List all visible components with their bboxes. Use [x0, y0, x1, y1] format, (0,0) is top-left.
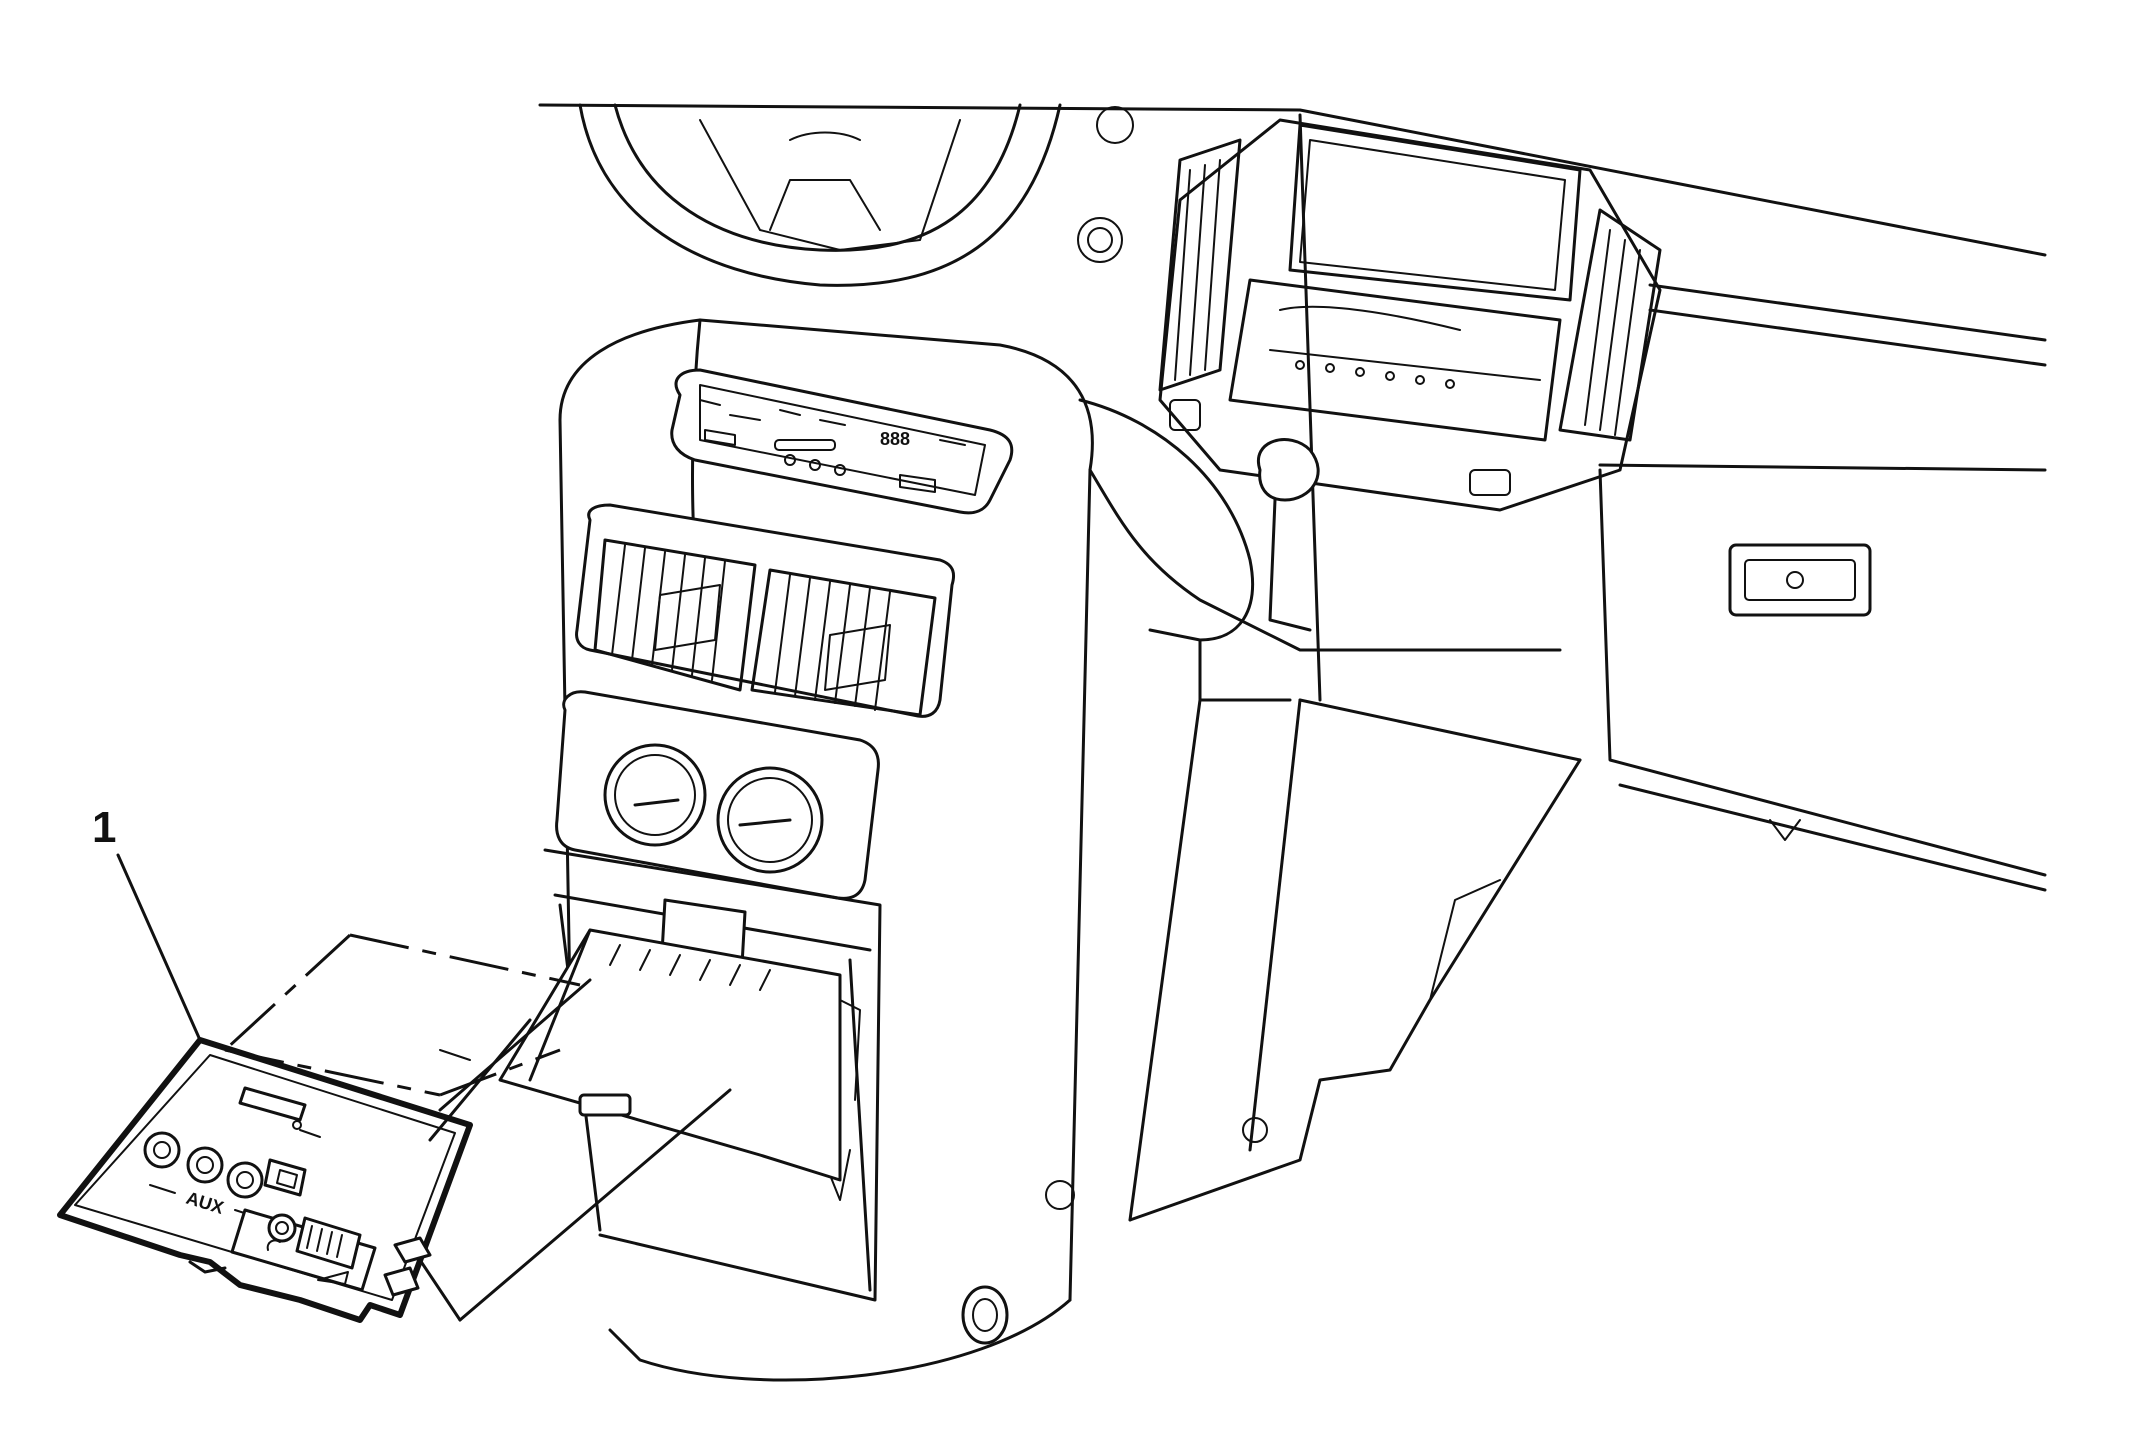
- center-console: [558, 318, 1582, 1382]
- left-rear-vent: [593, 538, 757, 692]
- center-stack: [1158, 118, 1662, 512]
- left-rear-knob: [603, 743, 707, 847]
- aux-label: AUX: [184, 1188, 226, 1218]
- right-rear-knob: [716, 766, 824, 874]
- instrument-panel: [538, 103, 2047, 892]
- rear-air-vents: [575, 503, 955, 718]
- usb-port: [263, 1158, 307, 1197]
- infotainment-screen: [1288, 123, 1582, 302]
- aux-jack-2: [186, 1146, 224, 1184]
- sd-card-slot: [238, 1086, 307, 1122]
- aux-jack-1: [143, 1131, 181, 1169]
- right-dash-vent: [1558, 208, 1662, 442]
- right-rear-vent: [750, 568, 937, 717]
- rear-control-knobs: [555, 690, 880, 900]
- console-storage-bin: [439, 848, 882, 1302]
- gear-shifter: [1078, 398, 1320, 642]
- climate-control-panel: [1228, 278, 1562, 442]
- left-dash-vent: [1158, 138, 1242, 392]
- callout-1: 1: [92, 803, 202, 1042]
- rear-climate-panel: 888: [670, 368, 1014, 515]
- panel-display-digits: 888: [880, 429, 910, 449]
- aux-jack-3: [226, 1161, 264, 1199]
- callout-label-1: 1: [92, 803, 116, 852]
- glovebox-handle: [1728, 543, 1872, 617]
- aux-usb-faceplate: AUX: [57, 1037, 473, 1323]
- steering-wheel: [578, 103, 1134, 287]
- callout-leader-line: [116, 853, 202, 1042]
- headphone-jack: [267, 1213, 297, 1243]
